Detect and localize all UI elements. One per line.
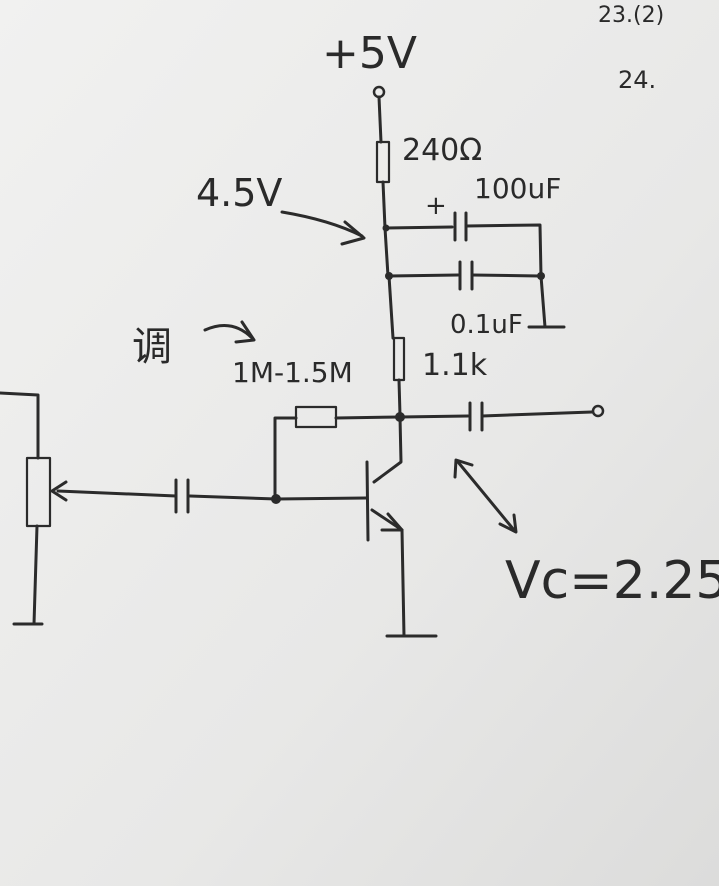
wire-c100-right: [464, 223, 543, 278]
vc-arrow: [456, 460, 516, 532]
wire-pot-top: [0, 391, 40, 460]
wire-out-left: [398, 414, 470, 419]
wiper-arrow: [50, 480, 68, 502]
wire-c01-left: [387, 273, 460, 278]
wire-rail: [383, 226, 390, 278]
adjust-arrow: [203, 324, 254, 340]
transistor-emitter: [370, 508, 404, 532]
wire-input-cap-right: [188, 494, 278, 501]
node-voltage-label: 4.5V: [196, 171, 282, 215]
ground-top: [527, 274, 566, 329]
resistor-collector-label: 1.1k: [422, 348, 488, 383]
capacitor-01u-label: 0.1uF: [450, 310, 523, 340]
adjust-arrow-head: [234, 320, 256, 344]
wire-base: [274, 496, 368, 501]
node-arrow: [280, 210, 364, 238]
wire-feedback-left: [273, 416, 298, 500]
node-arrow-head: [340, 220, 366, 246]
transistor-base-bar: [365, 460, 370, 542]
wire-c01-right: [470, 273, 542, 278]
ground-pot: [12, 524, 44, 626]
bias-resistor-label: 1M-1.5M: [232, 356, 353, 389]
vc-label: Vc=2.25V: [505, 551, 719, 611]
wire-collector: [397, 378, 402, 417]
capacitor-100u-label: 100uF: [474, 172, 561, 205]
supply-label: +5V: [322, 28, 417, 79]
wire-out-right: [480, 410, 594, 418]
output-terminal: [591, 404, 605, 418]
corner-note-2: 24.: [618, 66, 656, 94]
vc-arrow-head-bottom: [498, 513, 518, 534]
corner-note-1: 23.(2): [598, 3, 664, 28]
wire-r240-node: [381, 180, 387, 230]
wire-supply: [377, 95, 383, 144]
wire-feedback-right: [334, 415, 402, 420]
wire-wiper: [56, 489, 178, 498]
adjust-label: 调: [132, 324, 172, 370]
vc-arrow-head-top: [453, 458, 474, 479]
wire-rail-2: [387, 274, 395, 340]
capacitor-100u-polarity: +: [425, 191, 447, 221]
ground-emitter: [385, 528, 438, 638]
wire-c100-left: [384, 225, 454, 230]
transistor-collector: [372, 415, 403, 484]
resistor-240-label: 240Ω: [402, 133, 482, 168]
